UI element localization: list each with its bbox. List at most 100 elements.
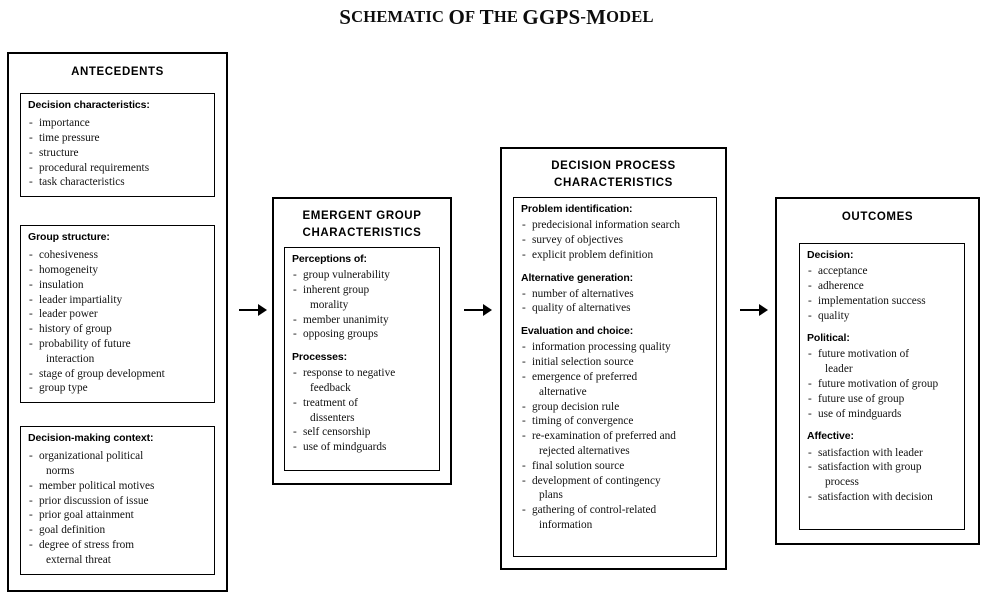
group-heading-alternative-generation: Alternative generation: xyxy=(521,271,634,284)
list-item-continuation: morality xyxy=(310,298,349,311)
list-item: importance xyxy=(28,116,208,131)
section-political: Political: future motivation ofleaderfut… xyxy=(807,332,958,421)
arrow-shaft xyxy=(740,309,760,311)
page-title-part: - xyxy=(580,7,587,26)
list-item: predecisional information search xyxy=(521,218,710,233)
list-item: opposing groups xyxy=(292,327,433,342)
group-heading-affective: Affective: xyxy=(807,430,854,443)
list-item: task characteristics xyxy=(28,175,208,190)
list-item: quality xyxy=(807,309,958,324)
page-title-part: HE xyxy=(493,7,519,26)
list-item: adherence xyxy=(807,279,958,294)
page-title-part: CHEMATIC xyxy=(351,7,445,26)
list-item: procedural requirements xyxy=(28,161,208,176)
list-item: initial selection source xyxy=(521,355,710,370)
arrow-antecedents-to-emergent xyxy=(239,304,267,316)
list-item: group vulnerability xyxy=(292,268,433,283)
column-title-decision-process: DECISION PROCESS CHARACTERISTICS xyxy=(551,160,676,190)
group-box-group-structure: Group structure: cohesivenesshomogeneity… xyxy=(20,225,215,404)
list-alternative-generation: number of alternativesquality of alterna… xyxy=(521,287,710,317)
list-item: final solution source xyxy=(521,459,710,474)
group-box-decision-characteristics: Decision characteristics: importancetime… xyxy=(20,93,215,198)
list-item-continuation: interaction xyxy=(46,352,95,365)
group-box-outcomes: Decision: acceptanceadherenceimplementat… xyxy=(799,243,965,530)
page-title-part: ODEL xyxy=(606,7,654,26)
section-decision: Decision: acceptanceadherenceimplementat… xyxy=(807,249,958,323)
list-item: use of mindguards xyxy=(292,440,433,455)
list-group-structure: cohesivenesshomogeneityinsulationleader … xyxy=(28,248,208,396)
column-outcomes: OUTCOMES Decision: acceptanceadherenceim… xyxy=(775,197,980,545)
list-item: explicit problem definition xyxy=(521,248,710,263)
arrow-head xyxy=(759,304,768,316)
list-item-continuation: process xyxy=(825,476,859,489)
page-title-part: T xyxy=(479,4,494,29)
list-item: acceptance xyxy=(807,264,958,279)
arrow-shaft xyxy=(239,309,259,311)
list-item-continuation: feedback xyxy=(310,382,351,395)
list-item-continuation: dissenters xyxy=(310,411,355,424)
list-item-continuation: external threat xyxy=(46,553,111,566)
list-item: implementation success xyxy=(807,294,958,309)
list-item: use of mindguards xyxy=(807,407,958,422)
group-heading-decision: Decision: xyxy=(807,249,854,261)
list-item: leader power xyxy=(28,307,208,322)
list-item: stage of group development xyxy=(28,367,208,382)
list-decision: acceptanceadherenceimplementation succes… xyxy=(807,264,958,323)
list-item: cohesiveness xyxy=(28,248,208,263)
page-title-part: GGPS xyxy=(522,4,581,29)
page-title-part: O xyxy=(448,4,466,29)
column-antecedents: ANTECEDENTS Decision characteristics: im… xyxy=(7,52,228,592)
list-item: leader impartiality xyxy=(28,293,208,308)
list-evaluation-and-choice: information processing qualityinitial se… xyxy=(521,340,710,532)
group-heading-decision-characteristics: Decision characteristics: xyxy=(28,99,150,111)
section-evaluation-and-choice: Evaluation and choice: information proce… xyxy=(521,325,710,532)
list-item: insulation xyxy=(28,278,208,293)
list-item: satisfaction with leader xyxy=(807,446,958,461)
group-heading-decision-making-context: Decision-making context: xyxy=(28,432,154,444)
list-item: history of group xyxy=(28,322,208,337)
list-perceptions-of: group vulnerabilityinherent groupmoralit… xyxy=(292,268,433,342)
list-affective: satisfaction with leadersatisfaction wit… xyxy=(807,446,958,505)
page-title-part: S xyxy=(339,4,352,29)
column-emergent-group-characteristics: EMERGENT GROUP CHARACTERISTICS Perceptio… xyxy=(272,197,452,485)
group-box-emergent: Perceptions of: group vulnerabilityinher… xyxy=(284,247,440,471)
list-item: timing of convergence xyxy=(521,414,710,429)
group-heading-evaluation-and-choice: Evaluation and choice: xyxy=(521,325,634,338)
list-processes: response to negativefeedbacktreatment of… xyxy=(292,366,433,455)
column-title-antecedents: ANTECEDENTS xyxy=(71,66,164,78)
list-political: future motivation ofleaderfuture motivat… xyxy=(807,347,958,421)
list-item: future use of group xyxy=(807,392,958,407)
section-processes: Processes: response to negativefeedbackt… xyxy=(292,351,433,455)
group-heading-political: Political: xyxy=(807,332,850,345)
arrow-process-to-outcomes xyxy=(740,304,768,316)
list-item: self censorship xyxy=(292,425,433,440)
column-title-outcomes: OUTCOMES xyxy=(841,211,914,223)
group-heading-problem-identification: Problem identification: xyxy=(521,203,633,215)
group-heading-group-structure: Group structure: xyxy=(28,231,110,243)
list-item-continuation: information xyxy=(539,518,593,531)
page-title-part: M xyxy=(586,4,607,29)
list-item-continuation: leader xyxy=(825,363,853,376)
section-alternative-generation: Alternative generation: number of altern… xyxy=(521,272,710,317)
arrow-head xyxy=(258,304,267,316)
list-problem-identification: predecisional information searchsurvey o… xyxy=(521,218,710,262)
list-item-continuation: norms xyxy=(46,464,75,477)
group-box-decision-making-context: Decision-making context: organizational … xyxy=(20,426,215,575)
list-item: survey of objectives xyxy=(521,233,710,248)
list-item: prior goal attainment xyxy=(28,508,208,523)
group-heading-processes: Processes: xyxy=(292,351,348,364)
list-item-continuation: plans xyxy=(539,489,563,502)
list-decision-characteristics: importancetime pressurestructureprocedur… xyxy=(28,116,208,190)
list-item: member unanimity xyxy=(292,313,433,328)
list-item: time pressure xyxy=(28,131,208,146)
